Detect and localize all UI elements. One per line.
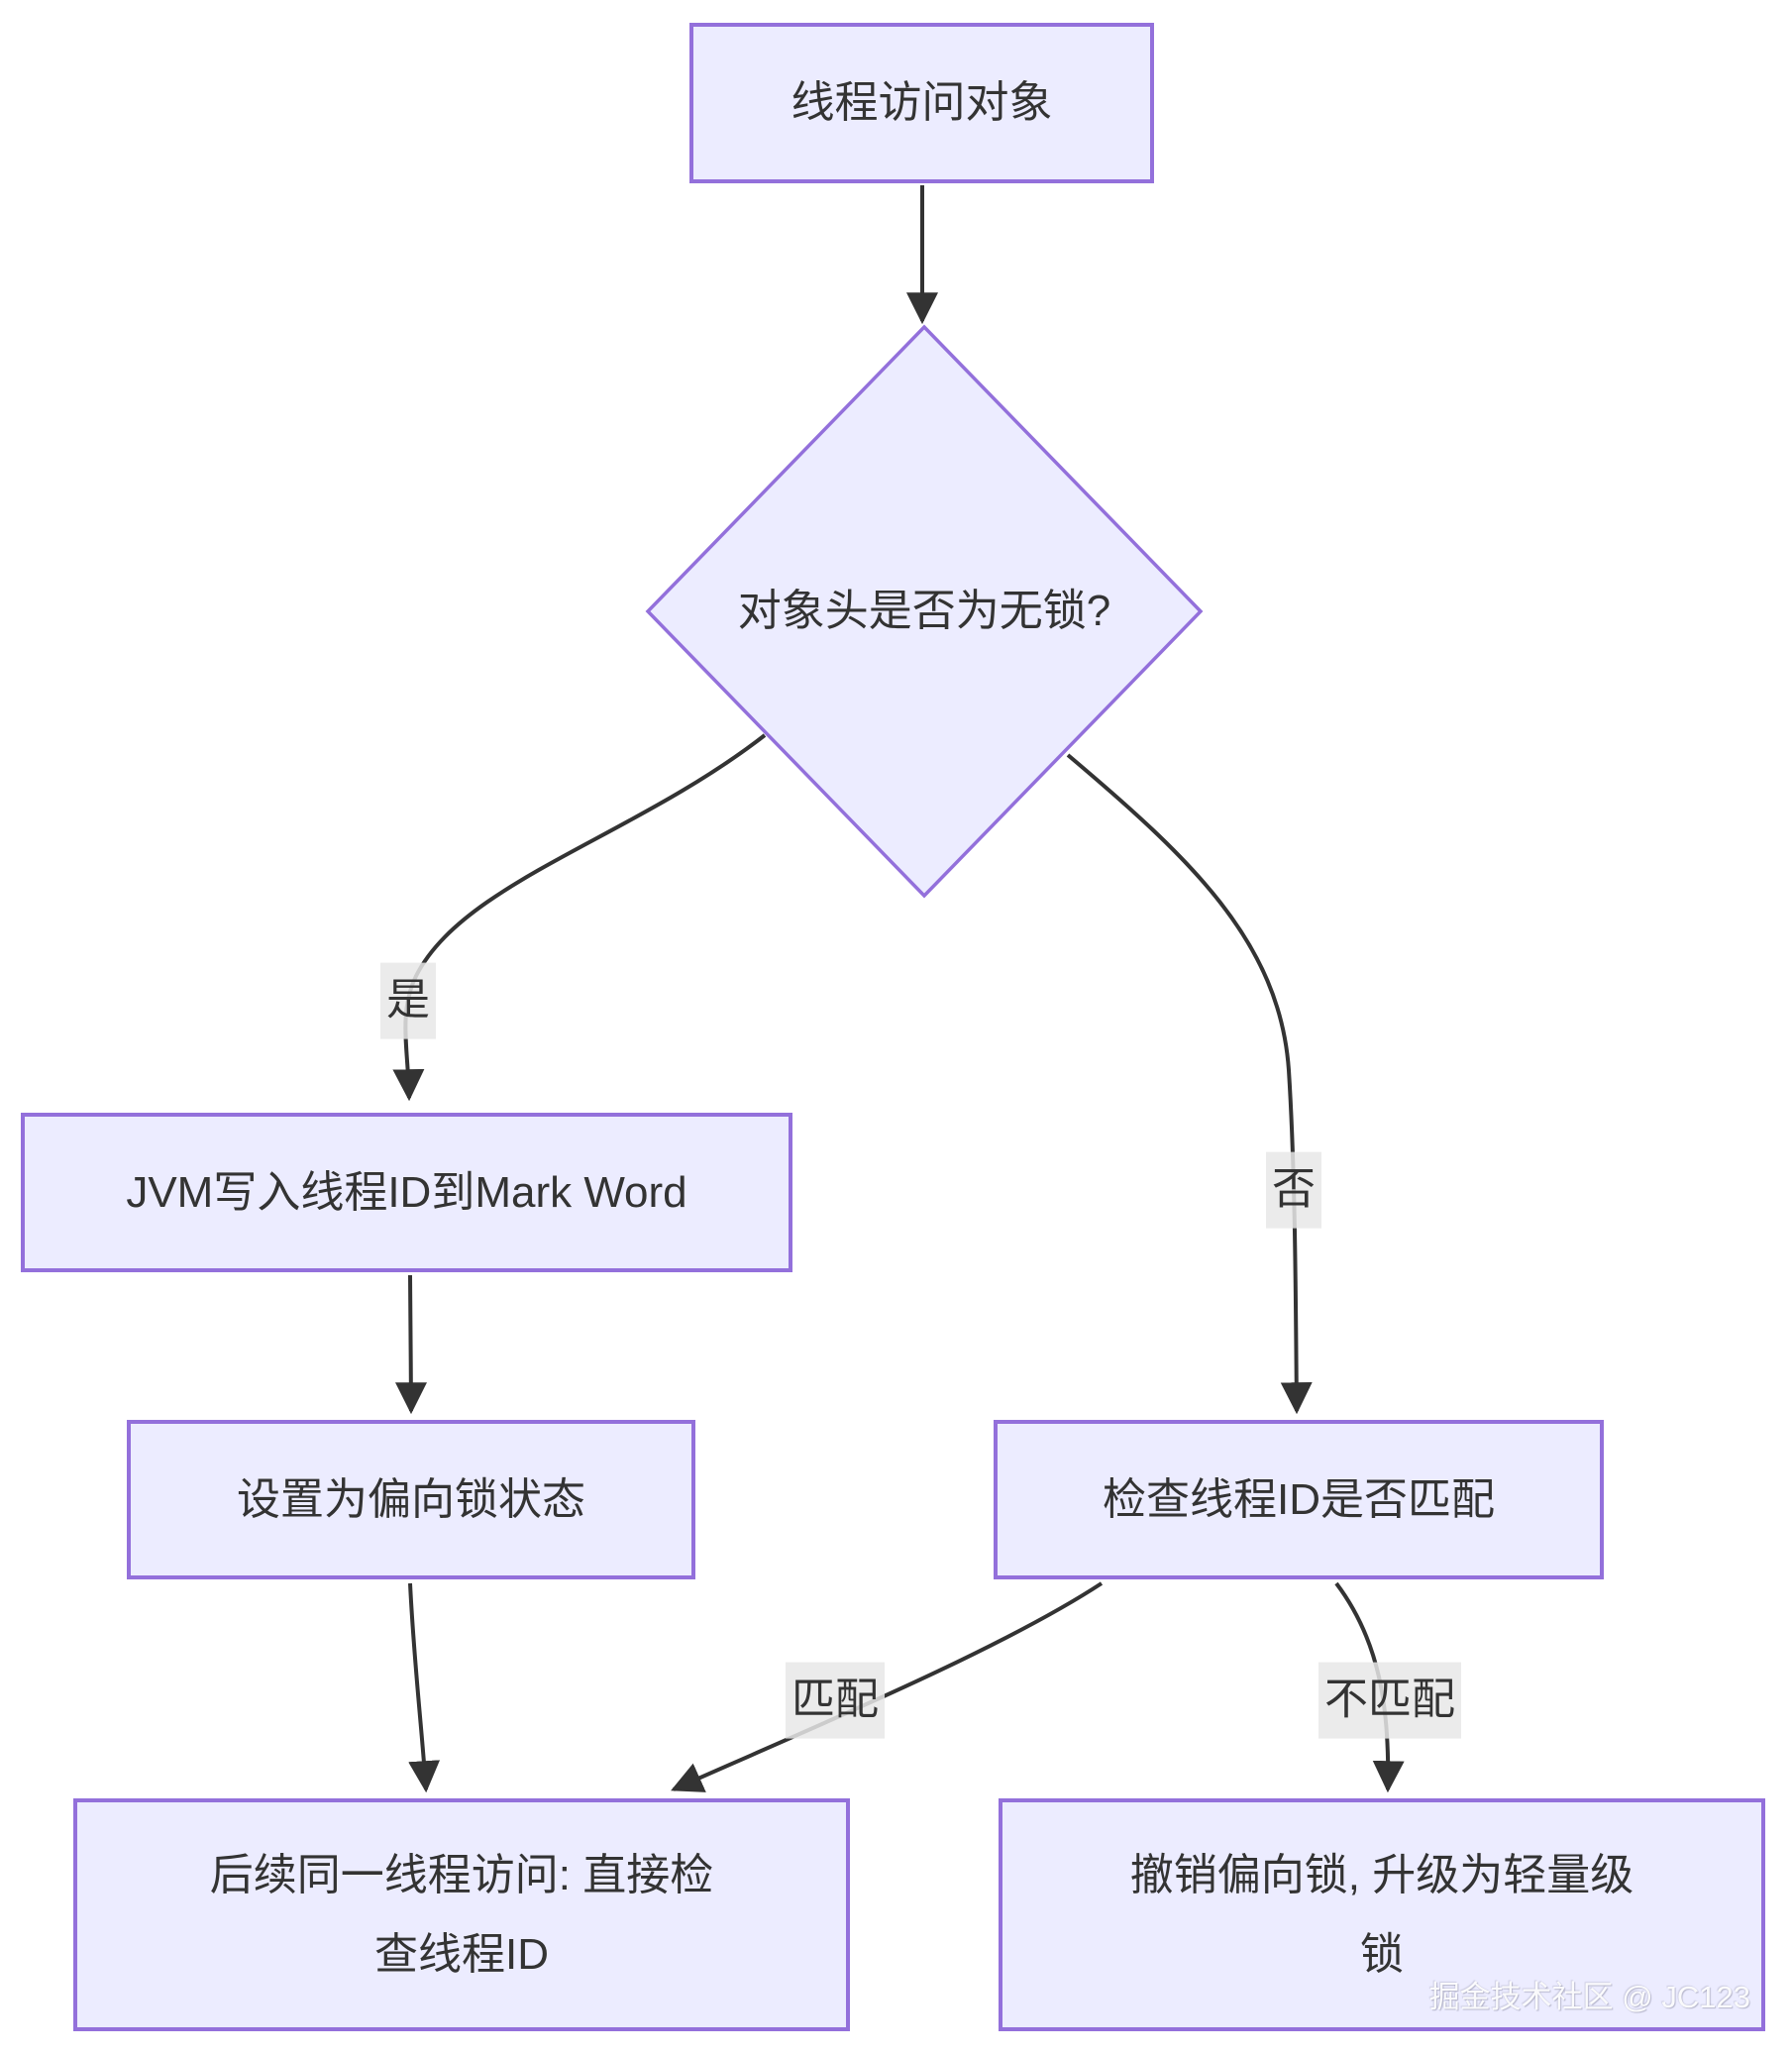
node-subsequent-access-label: 后续同一线程访问: 直接检 查线程ID [209, 1851, 714, 1979]
edge-label-yes: 是 [380, 962, 436, 1039]
decision-text: 对象头是否为无锁? [737, 587, 1111, 636]
node-thread-access-label: 线程访问对象 [791, 78, 1053, 128]
node-set-biased-lock-label: 设置为偏向锁状态 [237, 1474, 585, 1524]
edge-yes [392, 733, 767, 1102]
node-check-thread-id: 检查线程ID是否匹配 [994, 1420, 1604, 1579]
node-revoke-upgrade: 撤销偏向锁, 升级为轻量级 锁 [999, 1798, 1765, 2031]
node-check-thread-id-label: 检查线程ID是否匹配 [1103, 1474, 1495, 1524]
decision-diamond [645, 324, 1204, 899]
node-subsequent-access: 后续同一线程访问: 直接检 查线程ID [73, 1798, 850, 2031]
node-set-biased-lock: 设置为偏向锁状态 [127, 1420, 695, 1579]
edge-label-match: 匹配 [786, 1662, 885, 1739]
edge-label-no-match: 不匹配 [1318, 1662, 1461, 1739]
node-thread-access: 线程访问对象 [689, 23, 1154, 183]
watermark: 掘金技术社区 @ JC123 [1428, 1980, 1750, 2014]
node-write-thread-id-label: JVM写入线程ID到Mark Word [126, 1167, 687, 1217]
node-decision-label: 对象头是否为无锁? [657, 582, 1192, 641]
node-revoke-upgrade-label: 撤销偏向锁, 升级为轻量级 锁 [1129, 1851, 1634, 1979]
node-write-thread-id: JVM写入线程ID到Mark Word [21, 1113, 792, 1272]
edge-label-no: 否 [1266, 1151, 1321, 1229]
edge-write-to-set [394, 1274, 427, 1415]
edge-no [1066, 753, 1313, 1415]
edge-set-to-same-thread [408, 1582, 441, 1793]
edge-match [671, 1581, 1104, 1792]
